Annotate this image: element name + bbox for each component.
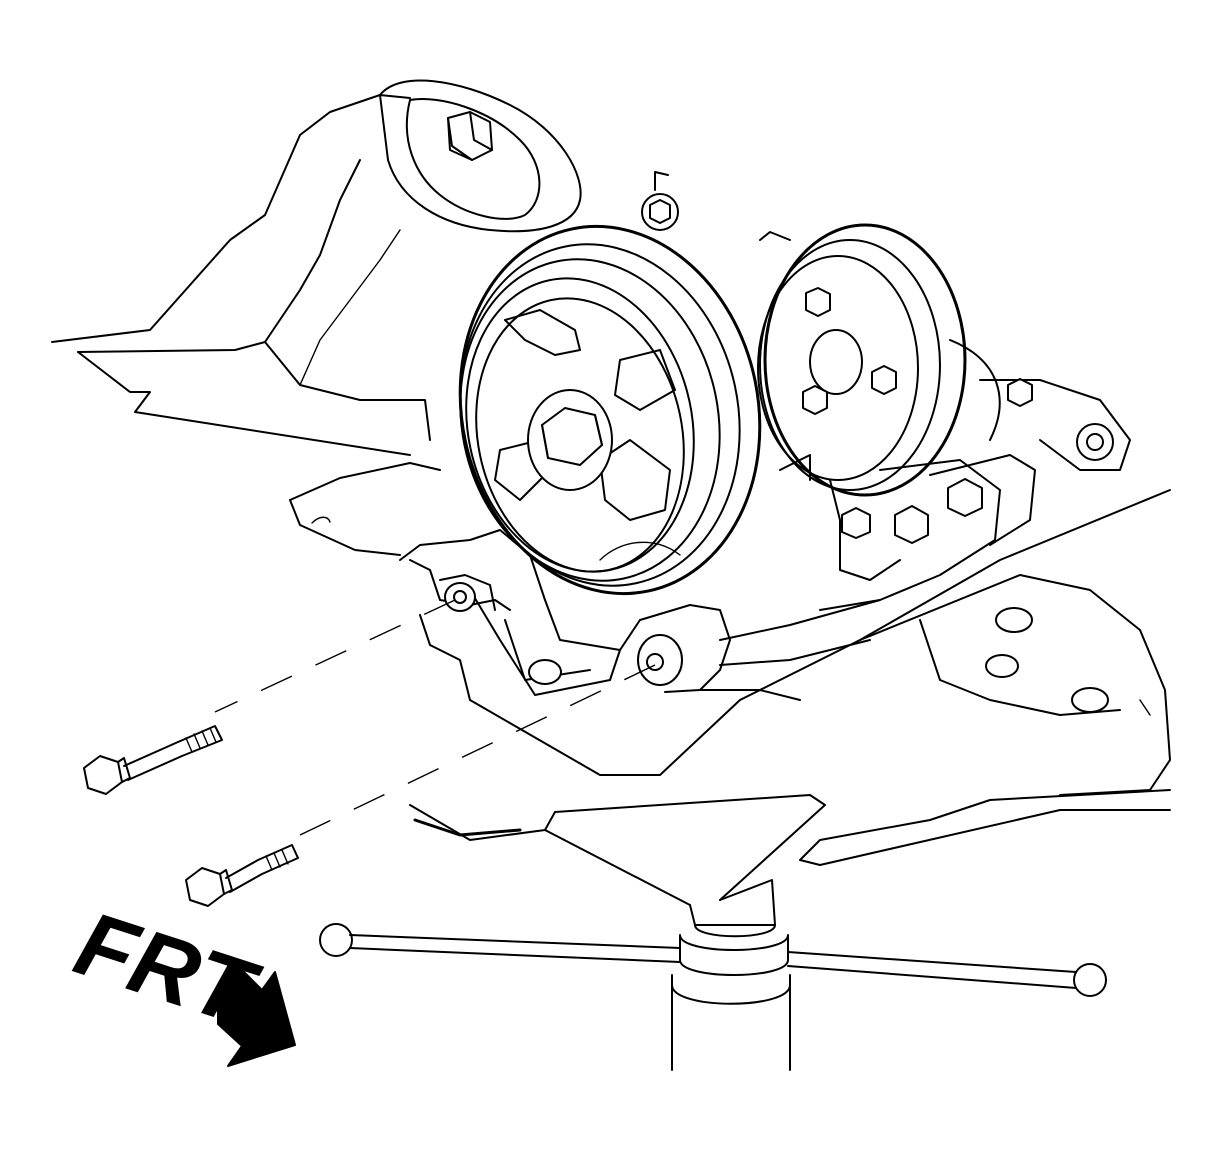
- engine-block-right: [779, 378, 1131, 611]
- mount-bolt-lower: [185, 844, 299, 907]
- accessory-pulley: [757, 223, 1001, 497]
- jack-stand: [409, 794, 826, 1071]
- front-direction-indicator: FRT: [64, 892, 296, 1067]
- jack-handle: [319, 923, 1107, 997]
- engine-mount-bracket: [399, 529, 621, 701]
- direction-arrow-icon: [217, 967, 296, 1067]
- crankshaft-bolt: [527, 389, 613, 491]
- alignment-lines: [214, 599, 656, 836]
- mount-bolt-upper: [83, 725, 223, 795]
- subframe: [469, 489, 1171, 866]
- vehicle-body-panel: [51, 94, 441, 556]
- cover-bolt-top: [641, 171, 679, 231]
- crankshaft-pulley: [458, 224, 762, 596]
- mount-bushing: [619, 599, 881, 701]
- idler-pulley: [379, 79, 582, 233]
